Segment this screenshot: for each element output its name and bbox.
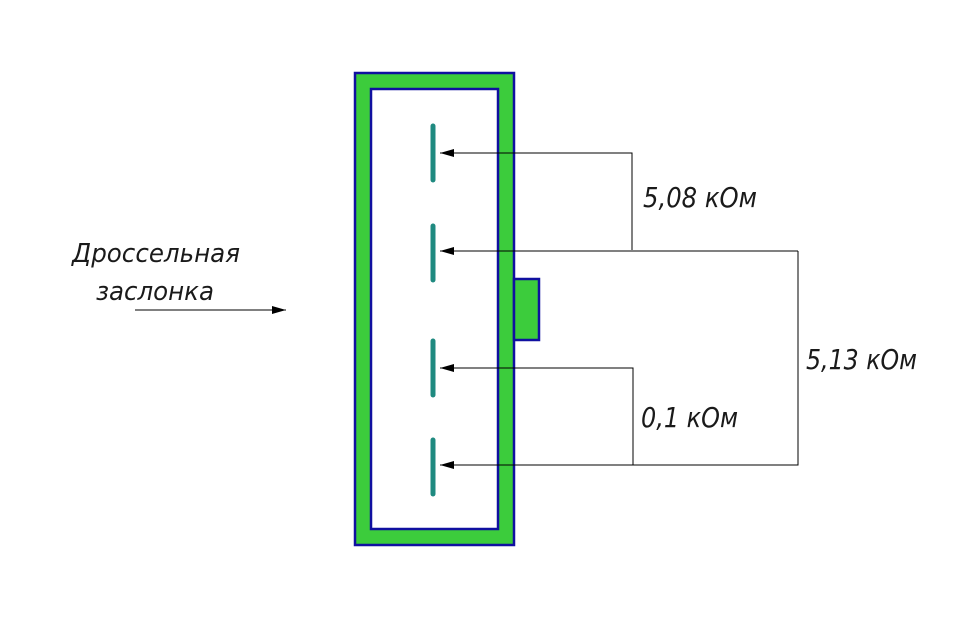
resistance-label-upper: 5,08 кОм	[643, 181, 757, 214]
bracket-r-total-bottom	[440, 251, 799, 469]
connector-housing	[353, 71, 541, 547]
bracket-r-upper	[440, 149, 633, 250]
component-label-line1: Дроссельная	[71, 239, 240, 269]
bracket-r-lower	[440, 364, 634, 465]
component-label-line2: заслонка	[96, 277, 214, 307]
resistance-label-total: 5,13 кОм	[806, 343, 917, 376]
housing-latch-tab	[512, 277, 541, 342]
resistance-label-lower: 0,1 кОм	[641, 401, 738, 434]
measurement-lines	[135, 149, 799, 469]
